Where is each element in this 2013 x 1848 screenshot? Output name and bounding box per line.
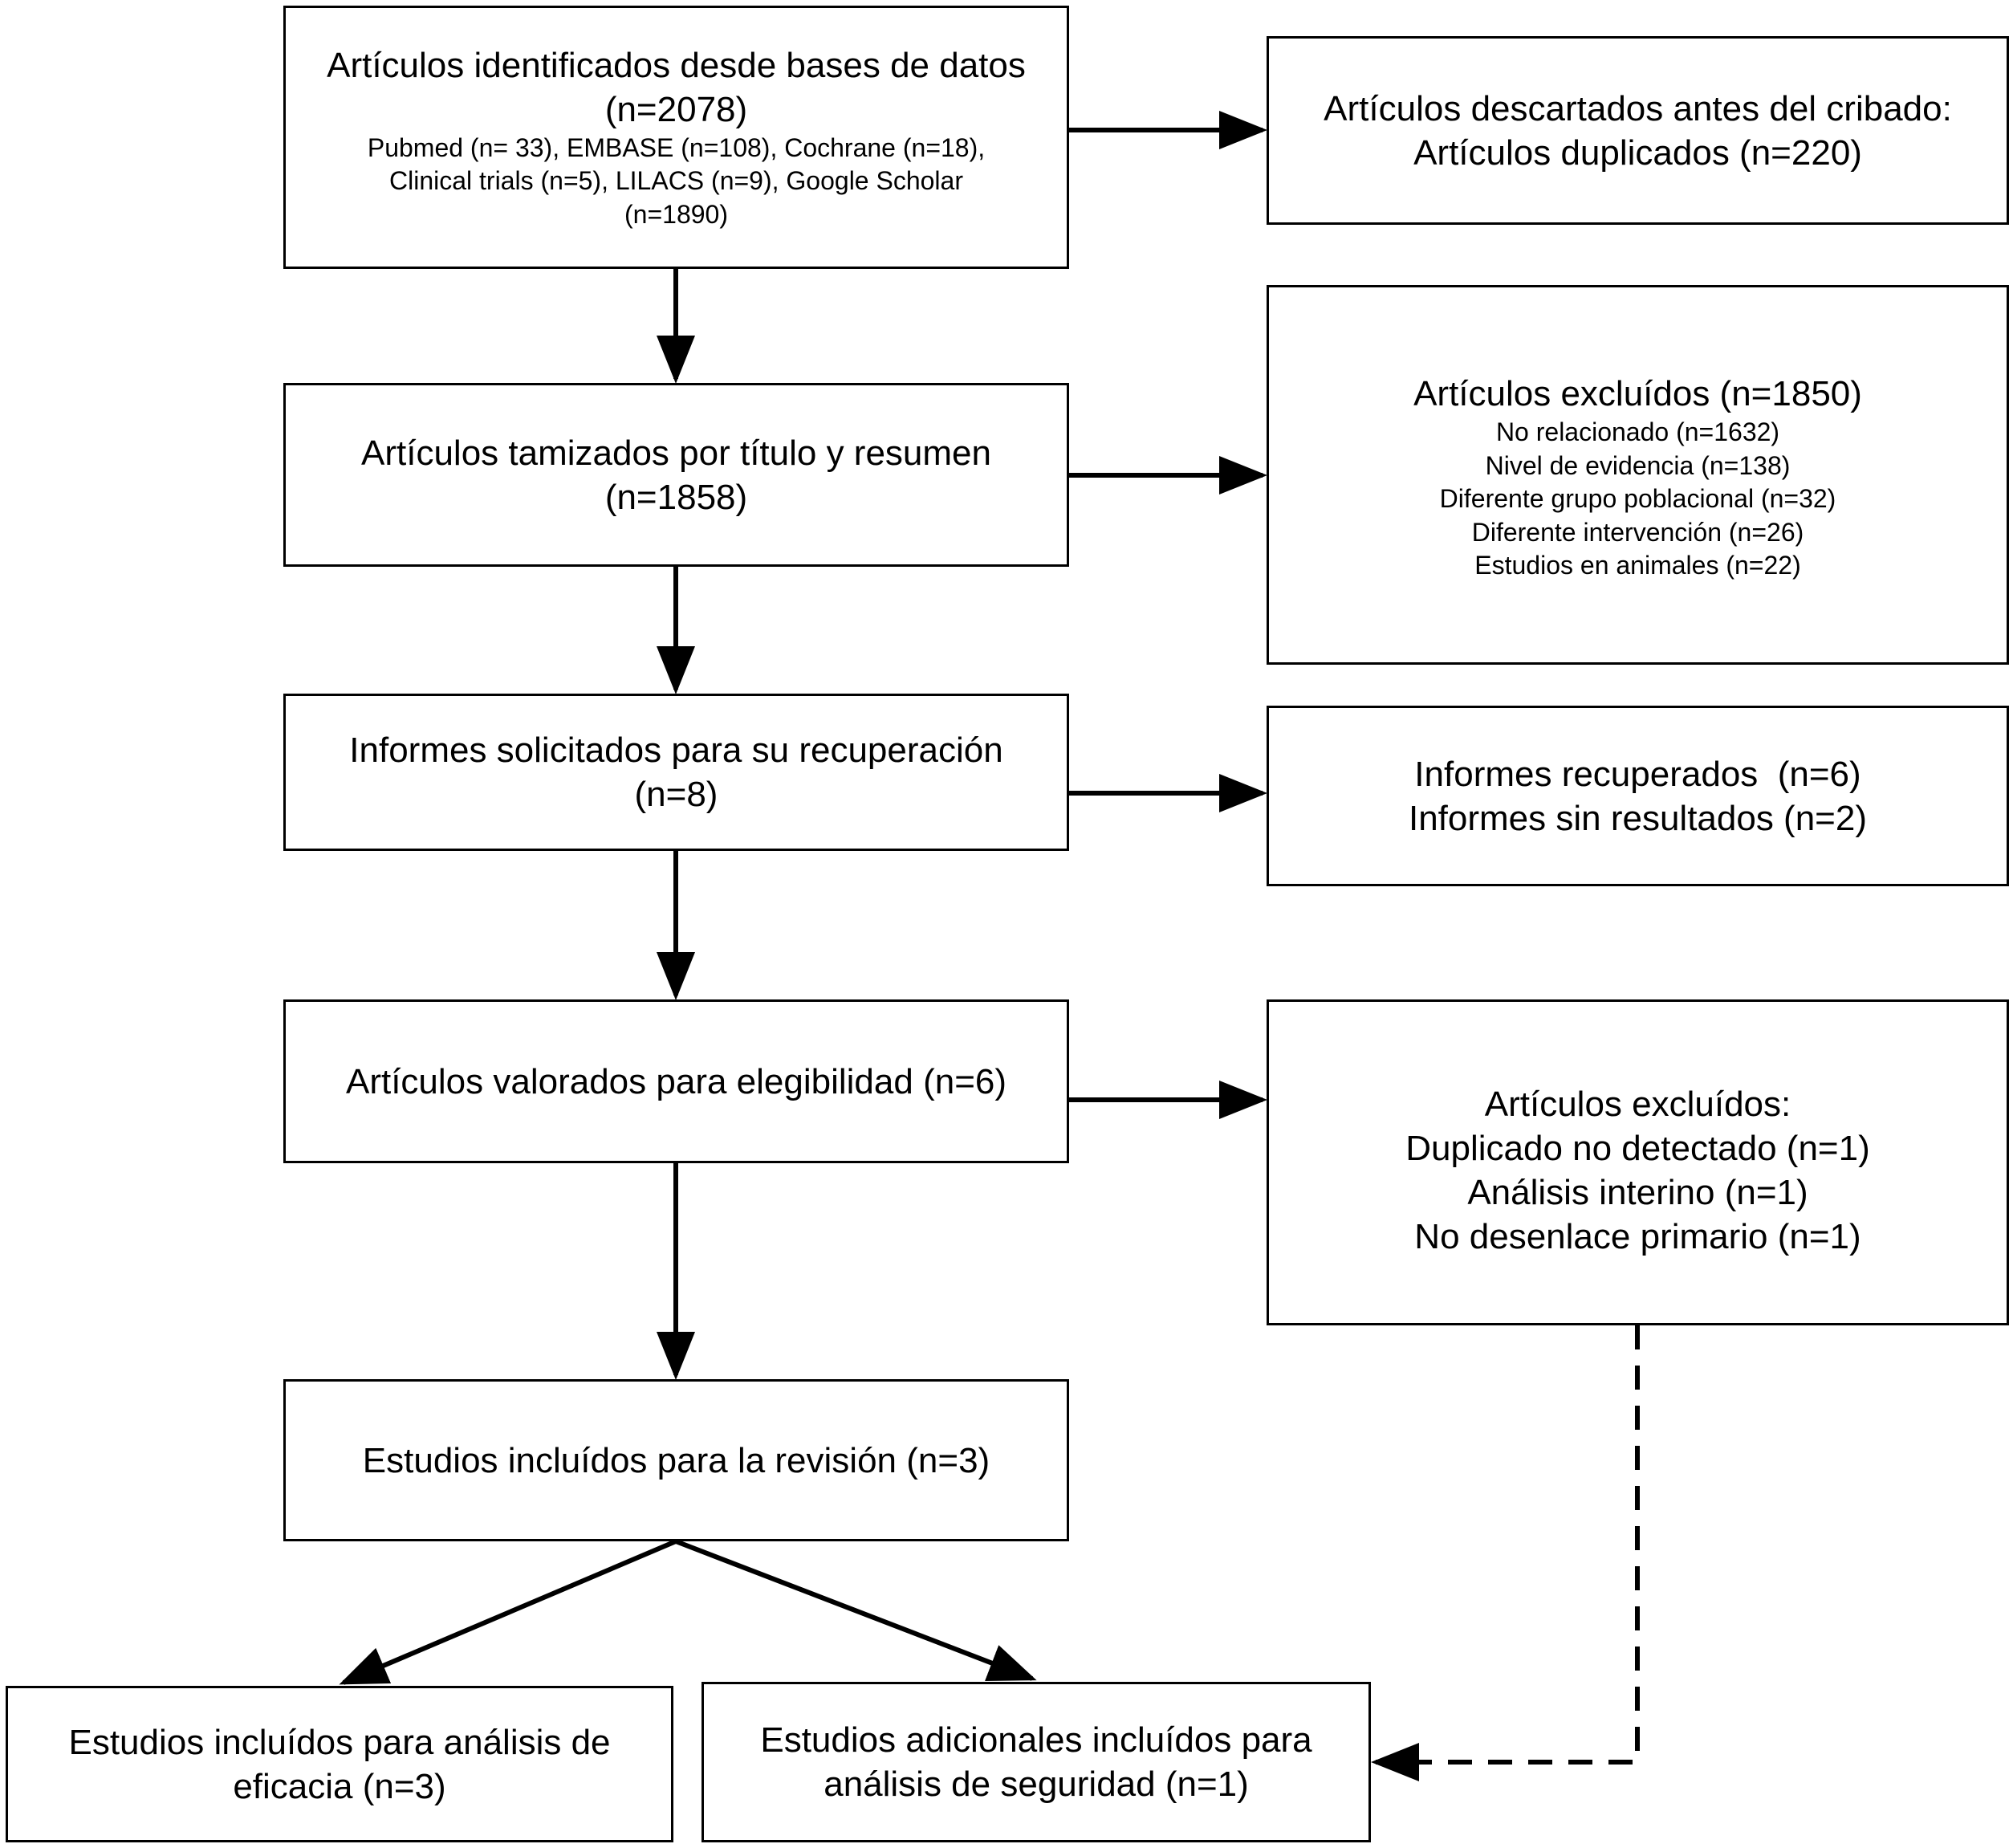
identification-box: Artículos identificados desde bases de d…: [283, 6, 1069, 269]
dashed-arrow-excluded-to-safety: [1371, 1325, 1640, 1781]
excluded-eligibility-line: No desenlace primario (n=1): [1414, 1217, 1861, 1256]
excluded-reason: No relacionado (n=1632): [1495, 417, 1780, 446]
reports-sought-box: Informes solicitados para su recuperació…: [283, 694, 1069, 851]
reports-status-box: Informes recuperados (n=6) Informes sin …: [1267, 706, 2009, 886]
identification-title: Artículos identificados desde bases de d…: [327, 45, 1026, 85]
screened-box: Artículos tamizados por título y resumen…: [283, 383, 1069, 567]
eligibility-line: Artículos valorados para elegibilidad (n…: [345, 1061, 1007, 1101]
reports-sought-line: (n=8): [634, 775, 718, 814]
arrow-included-to-safety: [674, 1539, 1037, 1681]
reports-status-line: Informes sin resultados (n=2): [1408, 798, 1868, 838]
screened-line: Artículos tamizados por título y resumen: [361, 433, 991, 473]
excluded-screening-box: Artículos excluídos (n=1850) No relacion…: [1267, 285, 2009, 665]
included-review-box: Estudios incluídos para la revisión (n=3…: [283, 1379, 1069, 1541]
excluded-eligibility-line: Artículos excluídos:: [1484, 1085, 1791, 1124]
reports-status-line: Informes recuperados (n=6): [1414, 754, 1861, 794]
identification-sources-line: (n=1890): [624, 199, 728, 229]
excluded-screening-title: Artículos excluídos (n=1850): [1413, 374, 1862, 413]
eligibility-box: Artículos valorados para elegibilidad (n…: [283, 999, 1069, 1163]
efficacy-line: Estudios incluídos para análisis de: [68, 1722, 611, 1762]
excluded-eligibility-line: Duplicado no detectado (n=1): [1405, 1129, 1870, 1168]
arrow-included-to-efficacy: [339, 1539, 677, 1685]
reports-sought-line: Informes solicitados para su recuperació…: [349, 731, 1003, 770]
excluded-reason: Diferente grupo poblacional (n=32): [1439, 484, 1836, 514]
screened-line: (n=1858): [604, 477, 748, 517]
safety-line: Estudios adicionales incluídos para: [760, 1720, 1312, 1760]
identification-sources-line: Pubmed (n= 33), EMBASE (n=108), Cochrane…: [367, 132, 986, 162]
included-review-line: Estudios incluídos para la revisión (n=3…: [362, 1440, 990, 1480]
efficacy-line: eficacia (n=3): [233, 1766, 446, 1806]
safety-box: Estudios adicionales incluídos para anál…: [702, 1682, 1371, 1842]
excluded-eligibility-box: Artículos excluídos: Duplicado no detect…: [1267, 999, 2009, 1325]
excluded-reason: Estudios en animales (n=22): [1474, 551, 1801, 580]
efficacy-box: Estudios incluídos para análisis de efic…: [6, 1686, 673, 1842]
removed-before-screening-box: Artículos descartados antes del cribado:…: [1267, 36, 2009, 225]
removed-before-screening-line: Artículos descartados antes del cribado:: [1324, 88, 1952, 128]
safety-line: análisis de seguridad (n=1): [824, 1765, 1249, 1804]
identification-count: (n=2078): [604, 89, 748, 129]
excluded-reason: Diferente intervención (n=26): [1471, 517, 1804, 547]
excluded-eligibility-line: Análisis interino (n=1): [1467, 1173, 1808, 1212]
identification-sources-line: Clinical trials (n=5), LILACS (n=9), Goo…: [389, 166, 963, 196]
removed-before-screening-line: Artículos duplicados (n=220): [1413, 132, 1862, 173]
excluded-reason: Nivel de evidencia (n=138): [1485, 450, 1791, 480]
